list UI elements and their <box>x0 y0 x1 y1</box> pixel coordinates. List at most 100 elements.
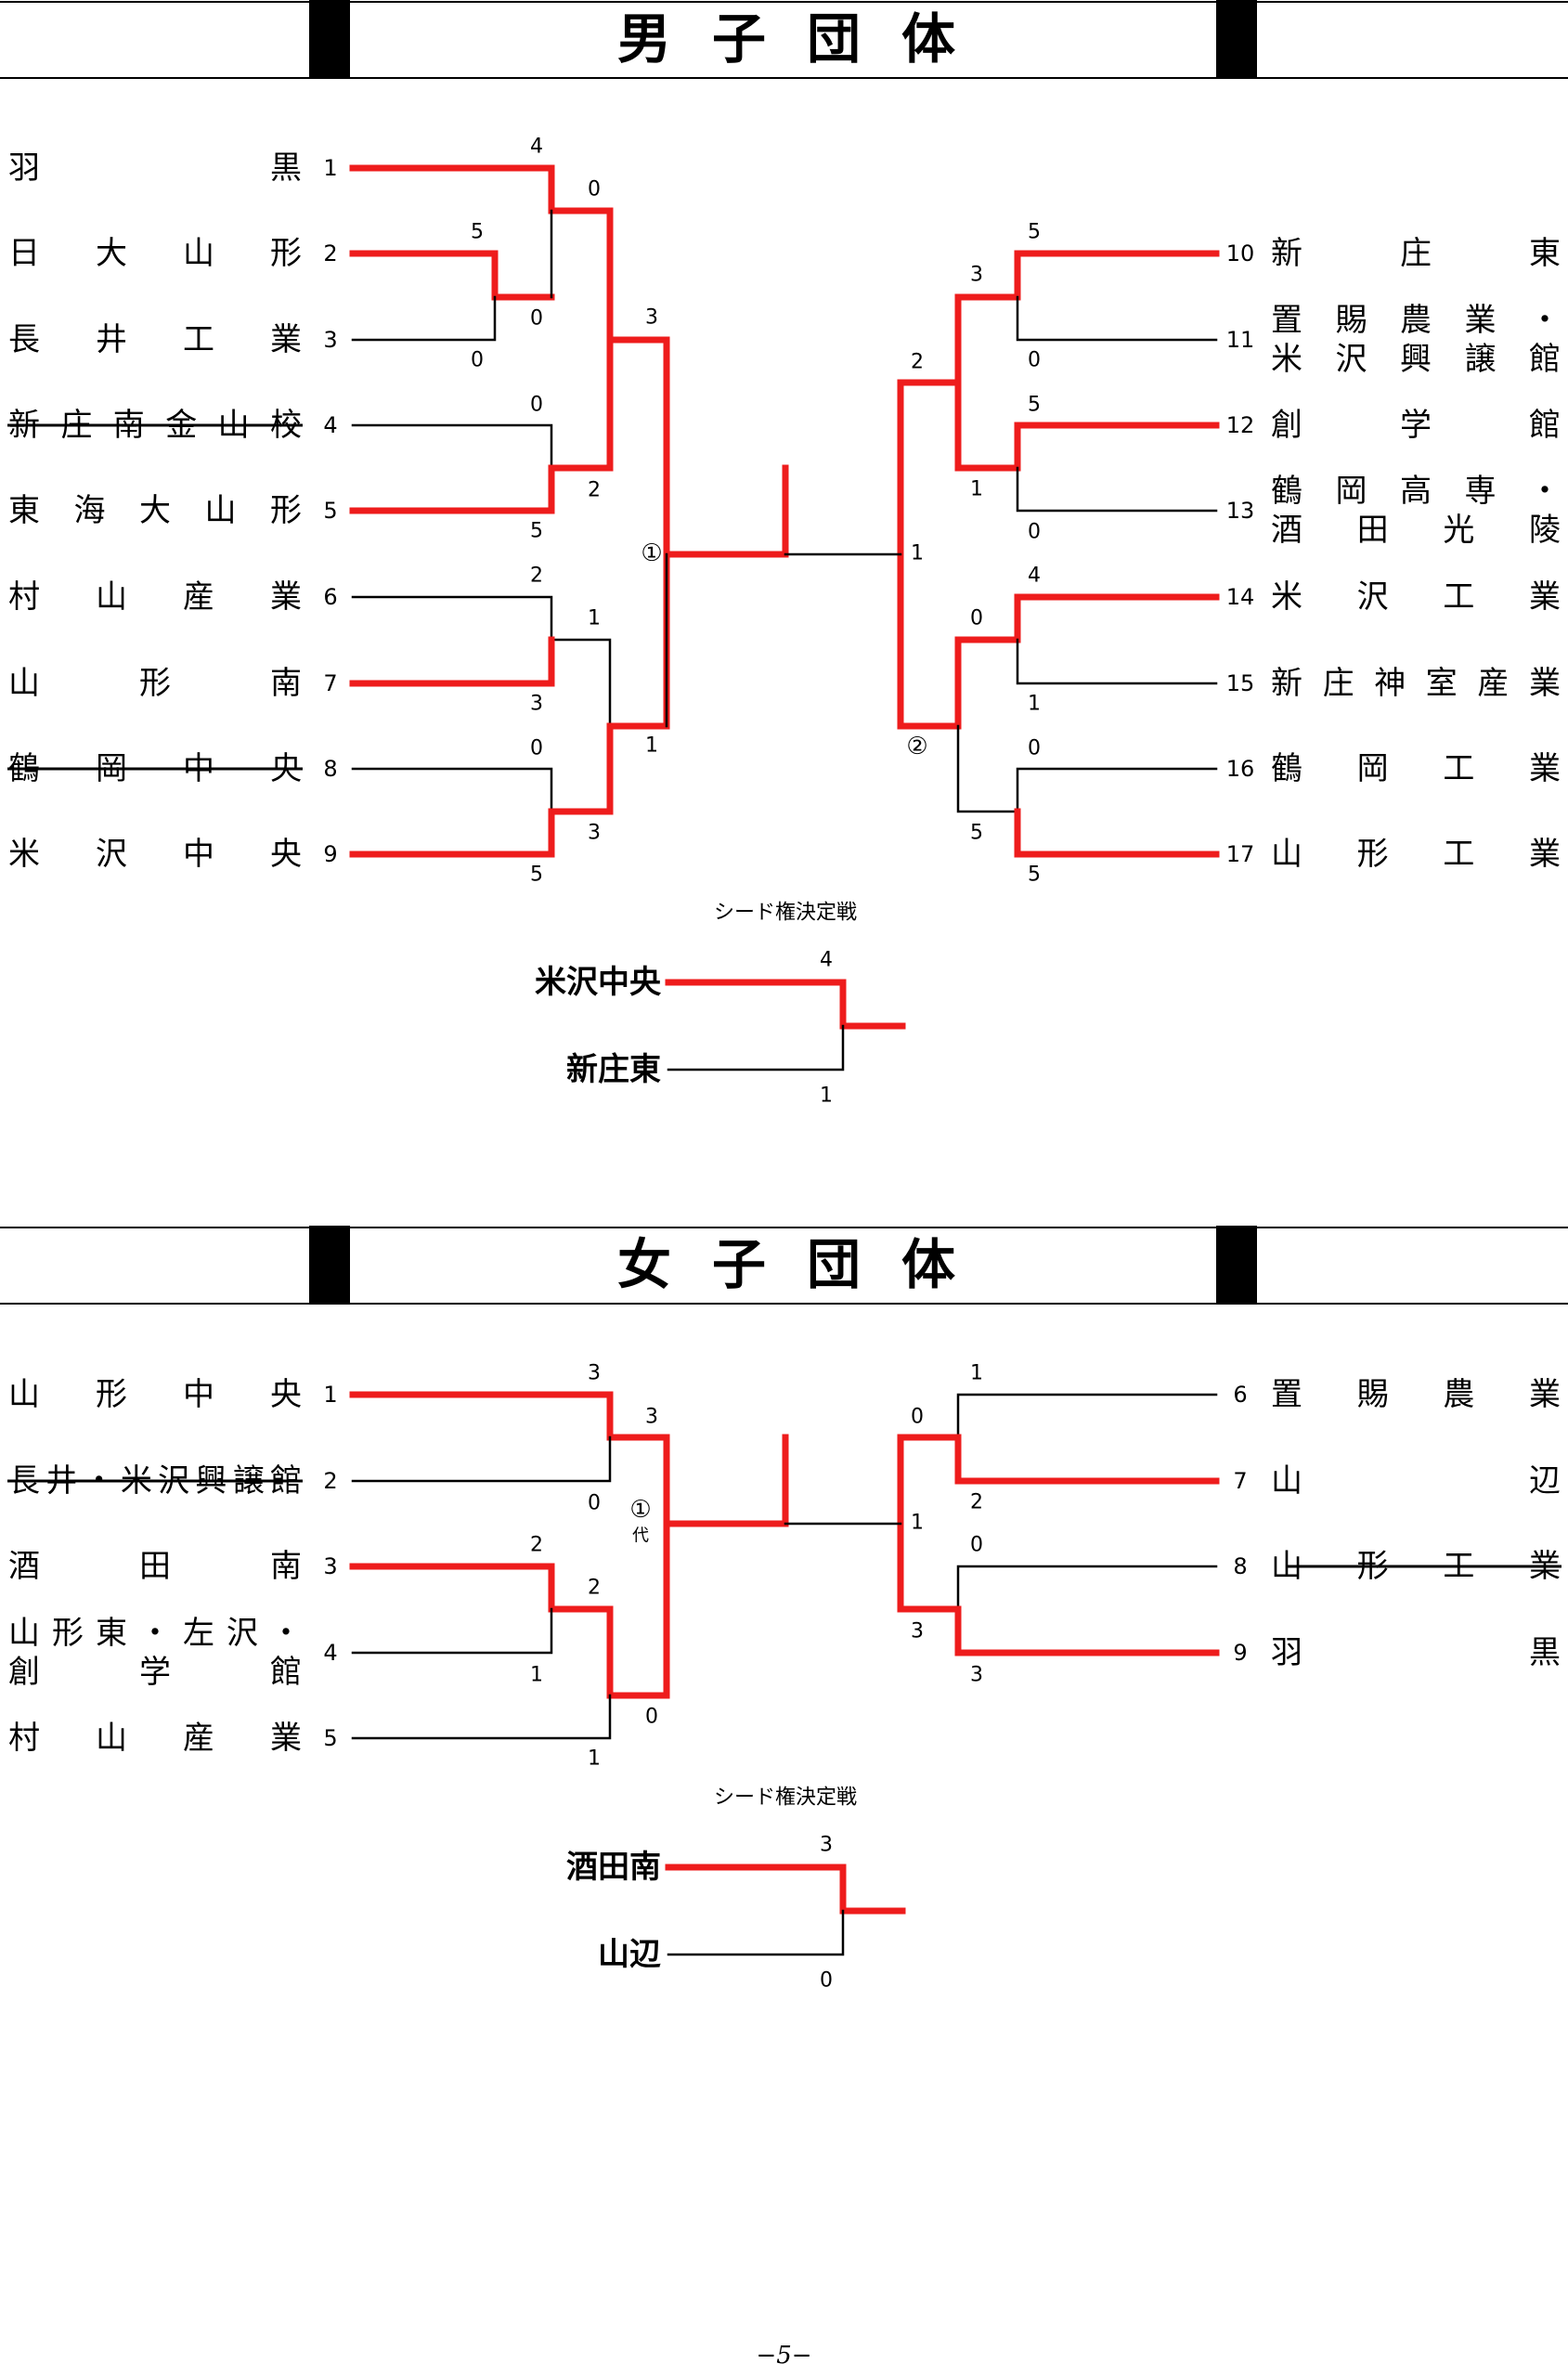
score: 3 <box>588 822 601 845</box>
team-name: 羽 <box>1271 1634 1302 1671</box>
title-block-right <box>1216 0 1257 78</box>
team-name: 山 <box>1271 836 1302 873</box>
seed-number: 14 <box>1226 584 1255 610</box>
score: 1 <box>820 1085 833 1108</box>
winner-line <box>897 1520 1220 1656</box>
winner-line <box>349 1520 670 1699</box>
team-name: 専 <box>1465 473 1497 510</box>
team-name: 沢 <box>96 836 127 873</box>
score: 1 <box>645 734 658 758</box>
team-name: 館 <box>1529 341 1561 378</box>
team-name: 産 <box>1477 665 1509 702</box>
team-name: 村 <box>8 1720 40 1757</box>
team-name: 東 <box>1529 235 1561 272</box>
section-title: 子 <box>712 7 766 71</box>
team-name: 米 <box>1271 341 1302 378</box>
seed-number: 4 <box>323 1640 337 1666</box>
team-name: 賜 <box>1357 1376 1389 1413</box>
team-name: 沢 <box>1357 578 1389 616</box>
bracket-line <box>667 1909 845 1956</box>
score: 0 <box>588 1492 601 1515</box>
team-name: 創 <box>1271 407 1302 444</box>
team-name: 井 <box>96 321 127 358</box>
winner-line <box>954 379 1220 472</box>
team-name: 業 <box>1529 665 1561 702</box>
score: 3 <box>645 306 658 330</box>
team-name: 学 <box>139 1654 171 1691</box>
score: 1 <box>911 542 924 565</box>
team-name: ・ <box>1529 302 1561 339</box>
score: 0 <box>530 394 543 417</box>
team-name: 日 <box>8 235 40 272</box>
team-name: 庄 <box>1400 235 1432 272</box>
seed-number: 10 <box>1226 240 1255 266</box>
team-name: 沢 <box>227 1615 258 1652</box>
score: 1 <box>530 1664 543 1687</box>
score: 5 <box>530 520 543 543</box>
team-name: 形 <box>139 665 171 702</box>
team-name: 南 <box>270 665 302 702</box>
team-name: 新 <box>1271 665 1302 702</box>
score: 5 <box>1028 394 1041 417</box>
team-name: 庄 <box>1323 665 1354 702</box>
winner-line <box>897 250 1220 558</box>
score: 2 <box>970 1491 983 1514</box>
team-name: 黒 <box>1529 1634 1561 1671</box>
seed-number: 13 <box>1226 498 1255 524</box>
score: 4 <box>530 136 543 159</box>
score: 2 <box>530 565 543 588</box>
seed-match-team: 新庄東 <box>566 1051 661 1088</box>
match-marker: ① <box>629 1496 651 1524</box>
seed-match-team: 米沢中央 <box>535 964 662 1001</box>
score: 3 <box>530 693 543 716</box>
bracket-line <box>351 1607 553 1655</box>
seed-number: 7 <box>323 670 337 696</box>
team-name: 賜 <box>1336 302 1367 339</box>
score: 4 <box>820 949 833 972</box>
team-name: 館 <box>270 1654 302 1691</box>
team-name: 業 <box>1529 578 1561 616</box>
score: 0 <box>645 1706 658 1729</box>
seed-number: 3 <box>323 327 337 353</box>
winner-line <box>665 1864 906 1915</box>
seed-number: 15 <box>1226 670 1255 696</box>
seed-number: 5 <box>323 1725 337 1751</box>
score: 3 <box>820 1834 833 1857</box>
score: 1 <box>588 1747 601 1771</box>
score: 0 <box>530 737 543 760</box>
seed-number: 9 <box>323 841 337 867</box>
team-name: 工 <box>1443 750 1474 787</box>
score: 0 <box>970 1534 983 1557</box>
score: 0 <box>1028 349 1041 372</box>
score: 2 <box>588 479 601 502</box>
section-title: 男 <box>617 7 671 71</box>
bracket-line <box>351 1435 612 1483</box>
winner-line <box>349 1391 789 1527</box>
team-name: 新 <box>1271 235 1302 272</box>
team-name: 興 <box>1400 341 1432 378</box>
team-name: 譲 <box>1465 341 1497 378</box>
team-name: 業 <box>1529 750 1561 787</box>
team-name: 山 <box>205 492 237 529</box>
team-name: 黒 <box>270 149 302 187</box>
bracket-line <box>351 295 497 342</box>
seed-number: 5 <box>323 498 337 524</box>
team-name: 山 <box>8 1615 40 1652</box>
seed-number: 9 <box>1233 1640 1247 1666</box>
title-block-right <box>1216 1226 1257 1304</box>
bracket-line <box>351 767 553 813</box>
team-name: ・ <box>1529 473 1561 510</box>
score: 1 <box>970 478 983 501</box>
bracket-line <box>956 724 1218 813</box>
team-name: 辺 <box>1529 1462 1561 1500</box>
score: 0 <box>1028 521 1041 544</box>
title-block-left <box>309 0 350 78</box>
team-name: 東 <box>8 492 40 529</box>
team-name: 米 <box>1271 578 1302 616</box>
score: 3 <box>911 1620 924 1643</box>
team-name: 村 <box>8 578 40 616</box>
team-name: 業 <box>1529 1376 1561 1413</box>
section-title: 体 <box>901 1233 955 1296</box>
seed-number: 2 <box>323 240 337 266</box>
